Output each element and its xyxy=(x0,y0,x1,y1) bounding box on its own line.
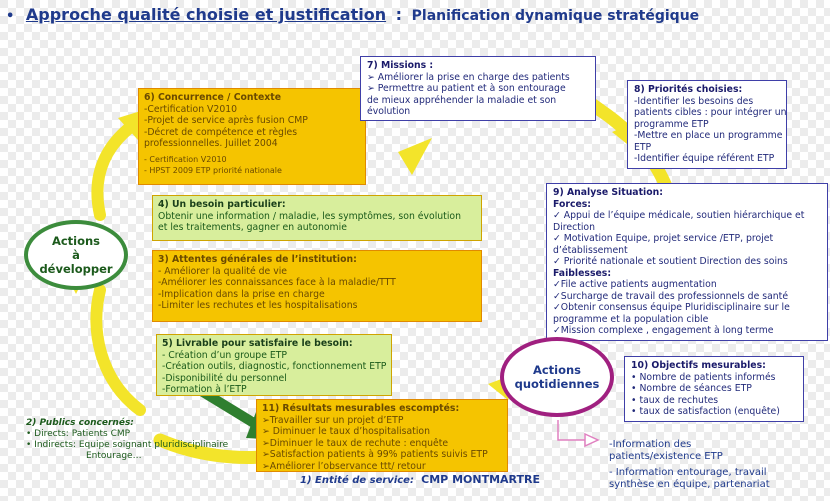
box-line: -Création outils, diagnostic, fonctionne… xyxy=(162,361,387,372)
box-line: ➢Travailler sur un projet d’ETP xyxy=(262,414,404,426)
box-line: • Nombre de séances ETP xyxy=(631,383,752,394)
box-missions: 7) Missions : ➢ Améliorer la prise en ch… xyxy=(360,56,596,121)
info-line: patients/existence ETP xyxy=(609,451,723,462)
box-line: ➢ Améliorer la prise en charge des patie… xyxy=(367,71,570,83)
header-separator: : xyxy=(395,5,403,24)
box-line: - Certification V2010 xyxy=(144,154,227,164)
box-line: • Nombre de patients informés xyxy=(631,371,776,383)
box-line: ✓Obtenir consensus équipe Pluridisciplin… xyxy=(553,302,790,313)
box-line: ✓Mission complexe , engagement à long te… xyxy=(553,325,774,336)
box-line: - HPST 2009 ETP priorité nationale xyxy=(144,166,282,175)
publics-block: 2) Publics concernés: • Directs: Patient… xyxy=(26,418,228,462)
box-line: -Certification V2010 xyxy=(144,103,238,115)
info-line: synthèse en équipe, partenariat xyxy=(609,479,770,490)
box-line: de mieux appréhender la maladie et son xyxy=(367,94,557,106)
info-line: -Information des xyxy=(609,439,692,450)
box-line: Obtenir une information / maladie, les s… xyxy=(158,210,461,222)
box-line: - Création d’un groupe ETP xyxy=(162,349,288,361)
box-line: ✓Surcharge de travail des professionnels… xyxy=(553,290,789,302)
box-title: 4) Un besoin particulier: xyxy=(158,199,286,210)
pink-bracket-arrow xyxy=(557,420,600,448)
box-title: 7) Missions : xyxy=(367,60,434,71)
publics-line: • Indirects: Equipe soignant pluridiscip… xyxy=(26,440,229,450)
ellipse-text: Actions xyxy=(51,234,101,248)
publics-line: Entourage… xyxy=(86,451,142,461)
box-line: -Identifier les besoins des xyxy=(634,95,754,107)
ellipse-text: développer xyxy=(39,262,113,276)
box-line: -Formation à l’ETP xyxy=(162,384,247,395)
box-line: et les traitements, gagner en autonomie xyxy=(158,222,347,233)
box-line: d’établissement xyxy=(553,244,628,256)
header-title: Approche qualité choisie et justificatio… xyxy=(25,5,387,24)
entite-block: 1) Entité de service: CMP MONTMARTRE xyxy=(300,473,540,486)
entite-value: CMP MONTMARTRE xyxy=(421,473,540,486)
cycle-arrow-head-top xyxy=(398,138,432,175)
page-header: • Approche qualité choisie et justificat… xyxy=(6,5,699,24)
box-title: 11) Résultats mesurables escomptés: xyxy=(262,403,460,414)
ellipse-text: à xyxy=(72,248,80,262)
box-resultats: 11) Résultats mesurables escomptés: ➢Tra… xyxy=(256,399,508,472)
box-line: -Implication dans la prise en charge xyxy=(158,288,325,300)
info-line: - Information entourage, travail xyxy=(609,467,767,478)
ellipse-text: Actions xyxy=(532,363,582,377)
box-title: 8) Priorités choisies: xyxy=(634,84,743,95)
box-line: -Identifier équipe référent ETP xyxy=(634,153,775,164)
box-line: • taux de rechutes xyxy=(631,394,719,406)
box-line: -Disponibilité du personnel xyxy=(162,372,287,384)
header-subtitle: Planification dynamique stratégique xyxy=(411,8,700,24)
ellipse-actions-quotidiennes: Actions quotidiennes xyxy=(500,337,614,417)
box-title: 9) Analyse Situation: xyxy=(553,187,663,198)
box-line: Direction xyxy=(553,221,595,233)
publics-line: • Directs: Patients CMP xyxy=(26,429,131,439)
box-line: évolution xyxy=(367,106,411,117)
box-line: -Décret de compétence et règles xyxy=(144,126,298,138)
box-line: ✓File active patients augmentation xyxy=(553,279,717,290)
box-analyse: 9) Analyse Situation: Forces: ✓ Appui de… xyxy=(546,183,828,341)
header-bullet-icon: • xyxy=(6,9,15,24)
box-line: ➢Satisfaction patients à 99% patients su… xyxy=(262,449,488,460)
box-line: -Limiter les rechutes et les hospitalisa… xyxy=(158,300,358,311)
box-line: - Améliorer la qualité de vie xyxy=(158,265,288,277)
box-line: -Améliorer les connaissances face à la m… xyxy=(158,277,396,288)
entite-label: 1) Entité de service: xyxy=(300,475,414,486)
box-line: ➢ Permettre au patient et à son entourag… xyxy=(367,83,566,94)
box-priorites: 8) Priorités choisies: -Identifier les b… xyxy=(627,80,787,169)
box-line: ➢ Diminuer le taux d’hospitalisation xyxy=(262,426,430,437)
box-line: • taux de satisfaction (enquête) xyxy=(631,406,780,417)
box-title: 3) Attentes générales de l’institution: xyxy=(158,254,357,265)
publics-title: 2) Publics concernés: xyxy=(26,418,134,428)
box-line: professionnelles. Juillet 2004 xyxy=(144,138,278,149)
forces-label: Forces: xyxy=(553,198,592,210)
box-livrable: 5) Livrable pour satisfaire le besoin: -… xyxy=(156,334,392,396)
box-concurrence: 6) Concurrence / Contexte -Certification… xyxy=(138,88,366,185)
box-objectifs: 10) Objectifs mesurables: • Nombre de pa… xyxy=(624,356,804,422)
ellipse-actions-developper: Actions à développer xyxy=(24,220,128,290)
box-line: ✓ Priorité nationale et soutient Directi… xyxy=(553,256,788,267)
box-line: ✓ Appui de l’équipe médicale, soutien hi… xyxy=(553,210,805,221)
box-line: -Projet de service après fusion CMP xyxy=(144,115,308,126)
box-besoin: 4) Un besoin particulier: Obtenir une in… xyxy=(152,195,482,241)
box-line: ➢Améliorer l’observance ttt/ retour xyxy=(262,460,426,472)
box-attentes: 3) Attentes générales de l’institution: … xyxy=(152,250,482,322)
box-title: 10) Objectifs mesurables: xyxy=(631,360,766,371)
box-line: ➢Diminuer le taux de rechute : enquête xyxy=(262,437,449,449)
box-line: programme et la population cible xyxy=(553,313,709,325)
box-line: -Mettre en place un programme xyxy=(634,130,783,141)
box-line: programme ETP xyxy=(634,118,709,130)
box-title: 6) Concurrence / Contexte xyxy=(144,92,282,103)
box-line: ETP xyxy=(634,141,652,153)
box-line: ✓ Motivation Equipe, projet service /ETP… xyxy=(553,233,774,244)
box-title: 5) Livrable pour satisfaire le besoin: xyxy=(162,338,353,349)
info-block: -Information des patients/existence ETP … xyxy=(609,439,770,491)
ellipse-text: quotidiennes xyxy=(514,377,600,391)
box-line: patients cibles : pour intégrer un xyxy=(634,107,787,118)
faiblesses-label: Faiblesses: xyxy=(553,267,612,279)
